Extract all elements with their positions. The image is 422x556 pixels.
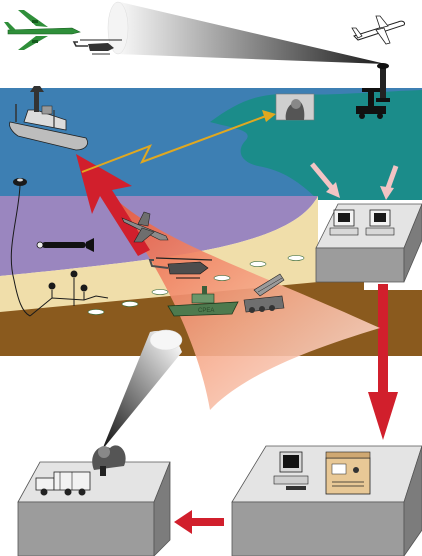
battleship-icon xyxy=(9,86,88,151)
tank-icon xyxy=(243,273,285,313)
helicopter-icon xyxy=(72,39,122,55)
boat-hull-label: CPEA xyxy=(198,308,214,314)
pink-arrow xyxy=(380,165,399,200)
fighter-jet-icon xyxy=(121,211,169,243)
satellite-dish-icon xyxy=(92,445,126,476)
attack-helicopter-icon xyxy=(148,257,213,279)
torpedo-icon xyxy=(36,238,94,252)
radar-tower-icon xyxy=(376,63,390,102)
computer-workstation-icon xyxy=(273,451,309,490)
equipment-platform xyxy=(231,445,422,556)
command-platform xyxy=(315,203,422,283)
transport-aircraft-icon xyxy=(4,10,81,50)
computer-workstation-icon xyxy=(329,209,359,236)
red-arrow-left xyxy=(174,510,224,534)
radio-equipment-icon xyxy=(325,451,371,495)
uplink-beam xyxy=(102,330,182,450)
sonar-buoy-icon xyxy=(10,178,31,317)
airliner-icon xyxy=(351,15,405,45)
explosion-image-icon xyxy=(275,93,315,121)
radar-truck-icon xyxy=(356,88,386,119)
field-platform xyxy=(17,461,171,556)
mine-markers xyxy=(87,255,305,315)
patrol-boat-icon: CPEA xyxy=(167,286,239,317)
radar-beam xyxy=(109,2,386,64)
pink-arrow xyxy=(310,162,340,198)
computer-workstation-icon xyxy=(365,209,395,236)
data-link-line xyxy=(81,115,267,173)
red-arrow-to-ship xyxy=(76,154,150,256)
seabed-sensor-array xyxy=(29,270,109,317)
red-arrow-down xyxy=(368,284,398,440)
truck-icon xyxy=(35,471,91,496)
